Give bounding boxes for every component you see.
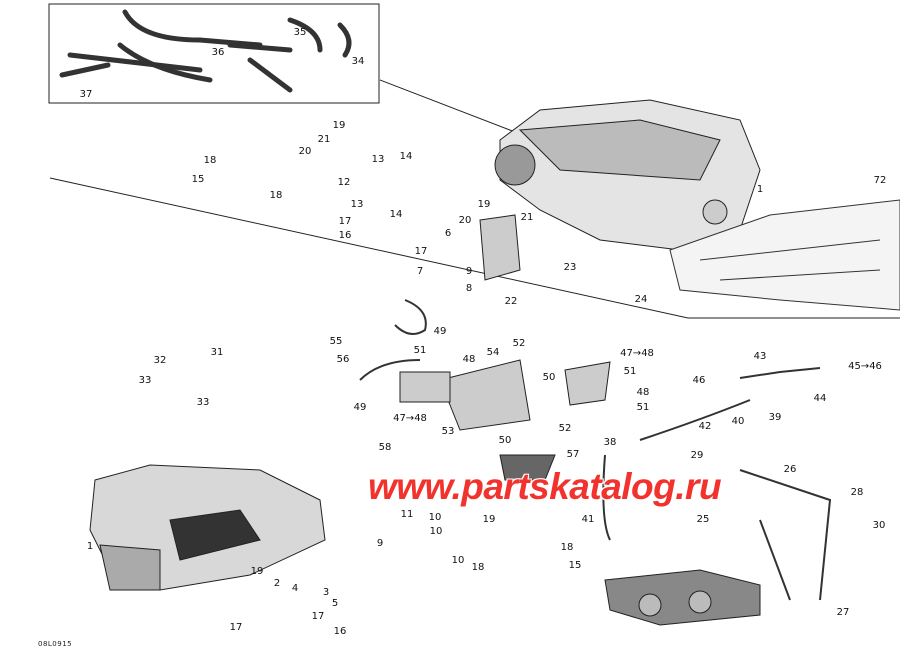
part-callout: 27: [836, 607, 850, 618]
part-callout: 28: [850, 487, 864, 498]
part-callout: 19: [250, 566, 264, 577]
part-callout: 18: [560, 542, 574, 553]
part-callout: 4: [291, 583, 299, 594]
cables: [359, 299, 832, 601]
part-callout: 43: [753, 351, 767, 362]
engine-top: [494, 99, 761, 251]
part-callout: 15: [568, 560, 582, 571]
part-callout: 50: [498, 435, 512, 446]
part-callout: 52: [558, 423, 572, 434]
part-callout: 8: [465, 283, 473, 294]
part-callout: 18: [269, 190, 283, 201]
part-callout: 19: [477, 199, 491, 210]
part-callout: 52: [512, 338, 526, 349]
part-callout: 45→46: [848, 361, 882, 372]
part-callout: 54: [486, 347, 500, 358]
part-callout: 31: [210, 347, 224, 358]
engine-bottom: [89, 464, 326, 591]
part-callout: 48: [636, 387, 650, 398]
part-callout: 48: [462, 354, 476, 365]
part-callout: 1: [86, 541, 94, 552]
part-callout: 51: [413, 345, 427, 356]
part-callout: 72: [873, 175, 887, 186]
part-callout: 20: [458, 215, 472, 226]
part-callout: 15: [191, 174, 205, 185]
part-callout: 23: [563, 262, 577, 273]
part-callout: 10: [428, 512, 442, 523]
part-callout: 19: [482, 514, 496, 525]
part-callout: 46: [692, 375, 706, 386]
part-callout: 24: [634, 294, 648, 305]
part-callout: 17: [338, 216, 352, 227]
part-callout: 25: [696, 514, 710, 525]
part-callout: 33: [196, 397, 210, 408]
part-callout: 18: [203, 155, 217, 166]
part-callout: 17: [229, 622, 243, 633]
part-callout: 32: [153, 355, 167, 366]
part-callout: 17: [414, 246, 428, 257]
hoses-inset: [59, 9, 352, 93]
part-callout: 22: [504, 296, 518, 307]
part-callout: 49: [433, 326, 447, 337]
part-callout: 38: [603, 437, 617, 448]
part-callout: 1: [756, 184, 764, 195]
part-callout: 18: [471, 562, 485, 573]
part-callout: 29: [690, 450, 704, 461]
part-callout: 35: [293, 27, 307, 38]
part-callout: 21: [317, 134, 331, 145]
part-callout: 39: [768, 412, 782, 423]
part-callout: 21: [520, 212, 534, 223]
part-callout: 33: [138, 375, 152, 386]
part-callout: 2: [273, 578, 281, 589]
part-callout: 16: [338, 230, 352, 241]
part-callout: 19: [332, 120, 346, 131]
part-callout: 3: [322, 587, 330, 598]
part-callout: 51: [623, 366, 637, 377]
part-callout: 42: [698, 421, 712, 432]
part-callout: 14: [389, 209, 403, 220]
part-callout: 13: [371, 154, 385, 165]
part-callout: 41: [581, 514, 595, 525]
part-callout: 56: [336, 354, 350, 365]
part-callout: 40: [731, 416, 745, 427]
part-callout: 51: [636, 402, 650, 413]
part-callout: 58: [378, 442, 392, 453]
part-callout: 11: [400, 509, 414, 520]
part-callout: 6: [444, 228, 452, 239]
part-callout: 16: [333, 626, 347, 637]
part-callout: 10: [451, 555, 465, 566]
throttle-body: [604, 569, 761, 626]
part-callout: 14: [399, 151, 413, 162]
part-callout: 53: [441, 426, 455, 437]
part-callout: 49: [353, 402, 367, 413]
part-callout: 20: [298, 146, 312, 157]
part-callout: 55: [329, 336, 343, 347]
part-callout: 44: [813, 393, 827, 404]
part-callout: 57: [566, 449, 580, 460]
part-callout: 26: [783, 464, 797, 475]
part-callout: 9: [376, 538, 384, 549]
part-callout: 10: [429, 526, 443, 537]
reference-code: 08L0915: [38, 640, 73, 648]
part-callout: 36: [211, 47, 225, 58]
part-callout: 12: [337, 177, 351, 188]
part-callout: 50: [542, 372, 556, 383]
part-callout: 17: [311, 611, 325, 622]
part-callout: 7: [416, 266, 424, 277]
ecm-bracket: [399, 214, 611, 481]
part-callout: 37: [79, 89, 93, 100]
part-callout: 13: [350, 199, 364, 210]
inset-box: [48, 3, 380, 104]
part-callout: 30: [872, 520, 886, 531]
part-callout: 34: [351, 56, 365, 67]
chassis-frame: [669, 199, 900, 311]
watermark: www.partskatalog.ru: [368, 466, 722, 507]
part-callout: 9: [465, 266, 473, 277]
part-callout: 5: [331, 598, 339, 609]
part-callout: 47→48: [620, 348, 654, 359]
part-callout: 47→48: [393, 413, 427, 424]
